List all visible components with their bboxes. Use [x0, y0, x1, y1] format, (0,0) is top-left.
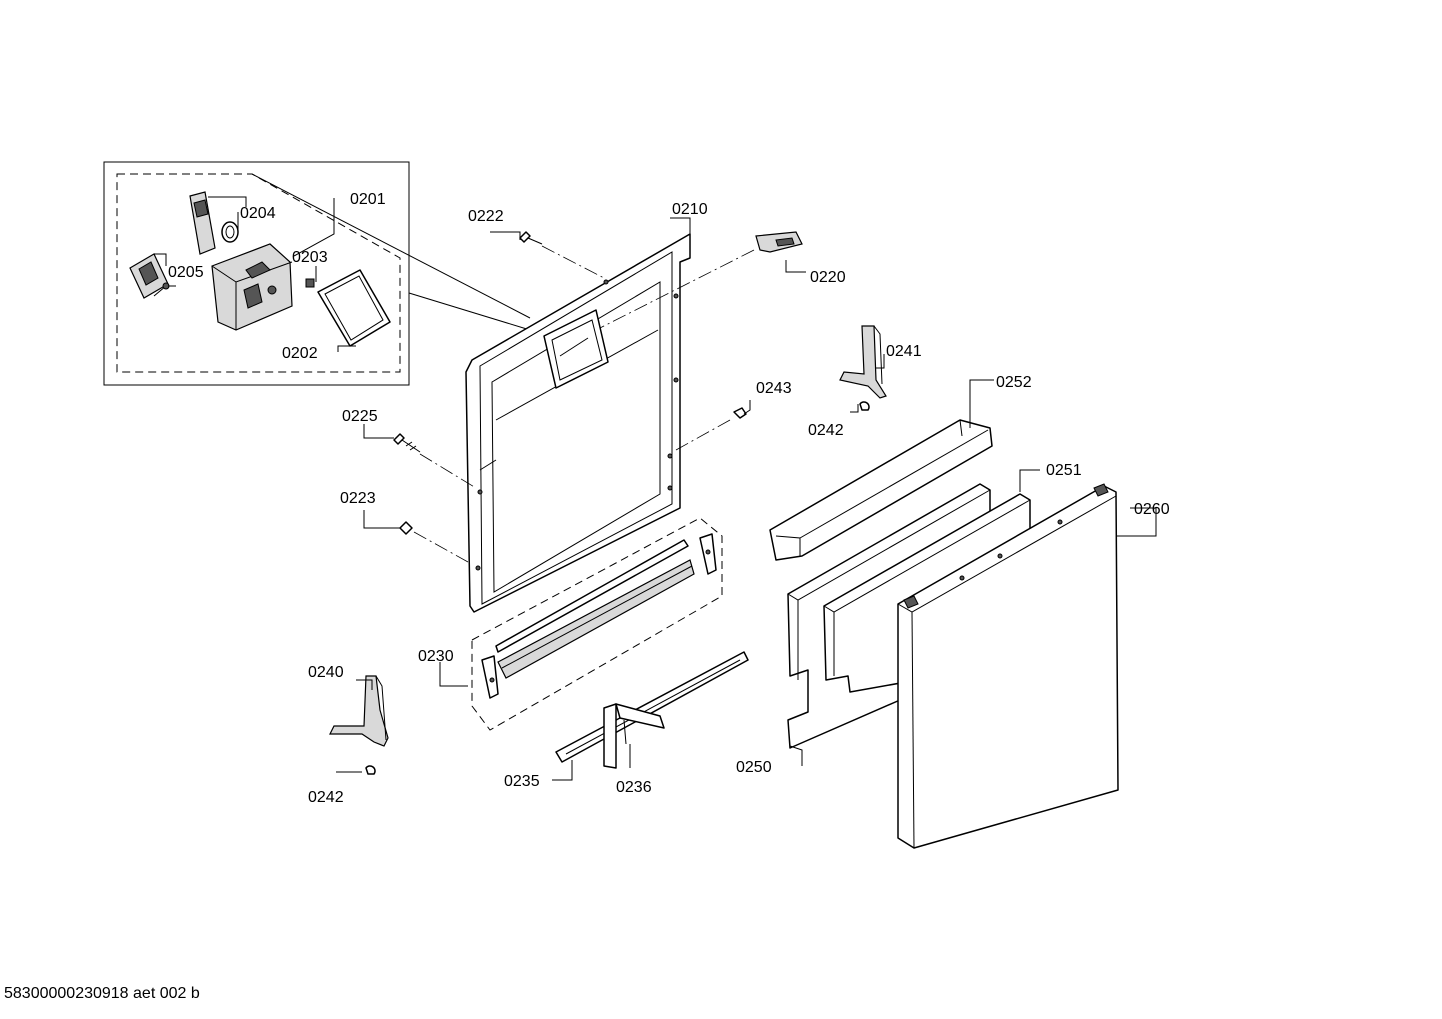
part-0205-screw[interactable] [153, 282, 170, 297]
label-0202[interactable]: 0202 [282, 345, 318, 362]
label-0204[interactable]: 0204 [240, 205, 276, 222]
part-0235-rail[interactable] [555, 651, 749, 763]
label-0251[interactable]: 0251 [1046, 462, 1082, 479]
part-0220-catch[interactable] [755, 231, 803, 253]
part-0242-clip-top[interactable] [859, 401, 870, 411]
label-0240[interactable]: 0240 [308, 664, 344, 681]
part-0223-screw[interactable] [399, 521, 413, 535]
part-0203-plug[interactable] [305, 278, 315, 288]
label-0236[interactable]: 0236 [616, 779, 652, 796]
label-0222[interactable]: 0222 [468, 208, 504, 225]
part-0210-inner-door[interactable] [465, 233, 691, 613]
part-0243-screw[interactable] [733, 407, 747, 419]
part-0201-dispenser-body[interactable] [211, 243, 293, 331]
label-0260[interactable]: 0260 [1134, 501, 1170, 518]
part-0202-seal[interactable] [317, 269, 391, 347]
leader-lines [154, 196, 1157, 781]
part-0204-flap[interactable] [189, 191, 216, 255]
label-0235[interactable]: 0235 [504, 773, 540, 790]
part-0260-outer-door[interactable] [897, 483, 1119, 849]
label-0243[interactable]: 0243 [756, 380, 792, 397]
part-0241-hinge[interactable] [839, 325, 887, 399]
part-0242-clip-bottom[interactable] [365, 765, 376, 775]
label-0223[interactable]: 0223 [340, 490, 376, 507]
part-labels: 0201 0204 0203 0205 0202 0222 0210 0220 … [168, 191, 1170, 806]
label-0220[interactable]: 0220 [810, 269, 846, 286]
document-id: 58300000230918 aet 002 b [4, 985, 200, 1002]
part-0252-handle-profile[interactable] [769, 419, 993, 561]
label-0210[interactable]: 0210 [672, 201, 708, 218]
detail-inset [103, 161, 531, 386]
label-0225[interactable]: 0225 [342, 408, 378, 425]
label-0203[interactable]: 0203 [292, 249, 328, 266]
label-0241[interactable]: 0241 [886, 343, 922, 360]
part-0240-hinge[interactable] [329, 675, 389, 747]
part-0222-screw[interactable] [519, 231, 543, 245]
part-0204-ring[interactable] [221, 221, 239, 243]
label-0205[interactable]: 0205 [168, 264, 204, 281]
label-0242-bottom[interactable]: 0242 [308, 789, 344, 806]
label-0230[interactable]: 0230 [418, 648, 454, 665]
part-0205-cover[interactable] [129, 253, 169, 299]
part-0236-bracket[interactable] [603, 703, 665, 769]
part-0225-screw[interactable] [393, 433, 421, 453]
label-0252[interactable]: 0252 [996, 374, 1032, 391]
label-0250[interactable]: 0250 [736, 759, 772, 776]
part-0230-assembly[interactable] [471, 517, 723, 731]
label-0242-top[interactable]: 0242 [808, 422, 844, 439]
label-0201[interactable]: 0201 [350, 191, 386, 208]
